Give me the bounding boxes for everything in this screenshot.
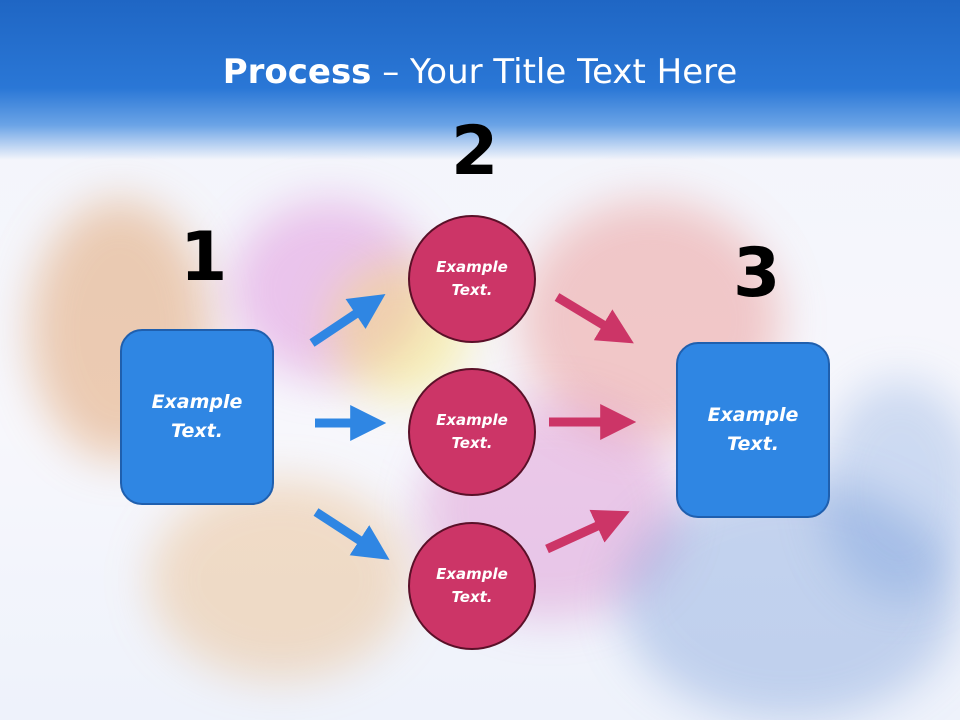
arrow-blue-up [309, 294, 386, 347]
node-top-line2: Text. [451, 281, 493, 299]
title-bar [0, 0, 960, 160]
node-top-line1: Example [436, 258, 508, 276]
middle-node-top: Example Text. [408, 215, 536, 343]
arrow-blue-down [313, 508, 390, 560]
slide-title: Process – Your Title Text Here [0, 52, 960, 92]
arrow-pink-up [545, 509, 630, 554]
end-box-line1: Example [707, 404, 799, 426]
start-box-line2: Text. [171, 420, 223, 442]
start-box-line1: Example [151, 391, 243, 413]
node-center-line2: Text. [451, 434, 493, 452]
title-bold: Process [222, 52, 372, 92]
title-rest: – Your Title Text Here [371, 52, 738, 92]
start-box: Example Text. [120, 329, 274, 505]
step-number-3: 3 [733, 234, 781, 313]
end-box-line2: Text. [727, 433, 779, 455]
middle-node-bottom: Example Text. [408, 522, 536, 650]
node-center-line1: Example [436, 411, 508, 429]
middle-node-center: Example Text. [408, 368, 536, 496]
step-number-1: 1 [180, 218, 228, 297]
end-box: Example Text. [676, 342, 830, 518]
node-bottom-line1: Example [436, 565, 508, 583]
node-bottom-line2: Text. [451, 588, 493, 606]
arrow-pink-down [554, 293, 634, 344]
step-number-2: 2 [451, 112, 499, 191]
